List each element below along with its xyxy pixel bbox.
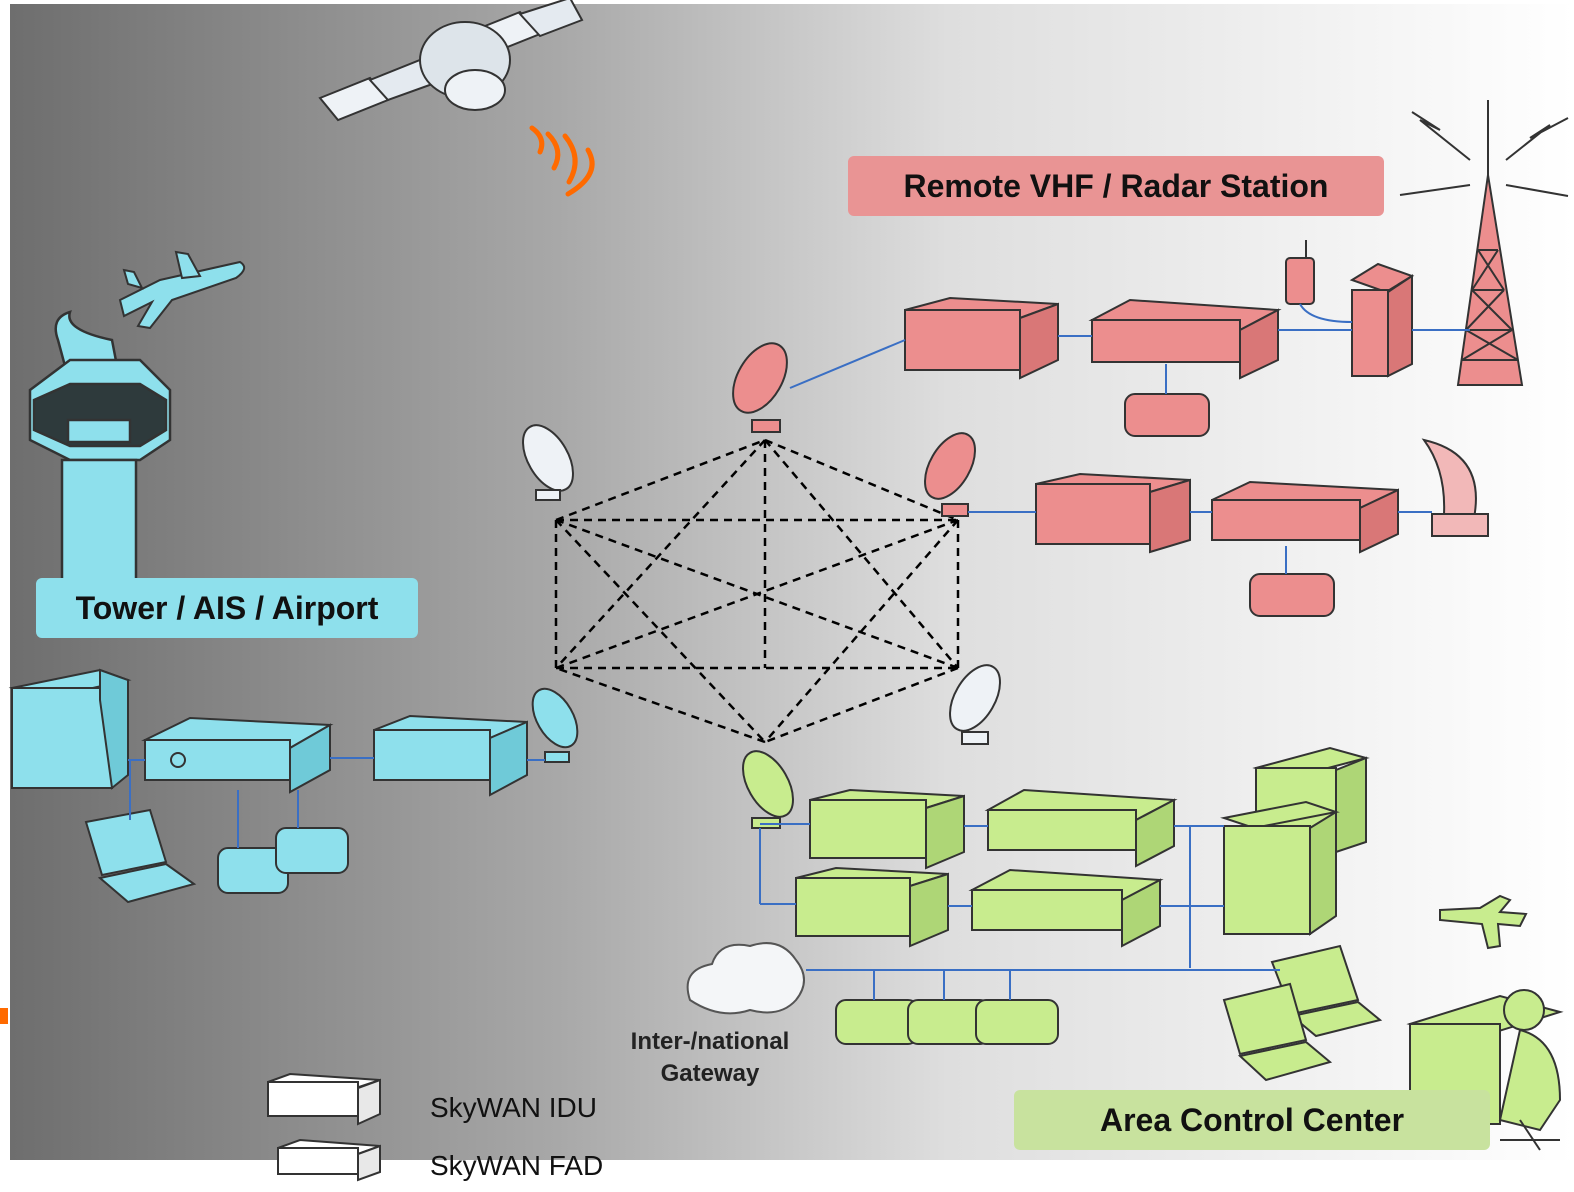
edge-mark — [0, 1008, 8, 1024]
acc-fad-icon — [795, 788, 965, 948]
tower-fad-icon — [373, 714, 528, 797]
acc-links — [759, 823, 1280, 1000]
remote-station-label: Remote VHF / Radar Station — [848, 156, 1384, 216]
remote-rack-icon — [1349, 262, 1415, 378]
acc-laptop-icon — [1222, 944, 1383, 1082]
remote-links — [789, 303, 1470, 574]
white-dish-icon — [522, 424, 1001, 745]
tower-server-icon — [8, 668, 132, 790]
mesh-network — [554, 438, 960, 744]
gateway-label: Inter-/national Gateway — [610, 1026, 810, 1090]
area-control-center-label-text: Area Control Center — [1099, 1101, 1405, 1138]
signal-waves-icon — [529, 125, 595, 197]
legend-idu-icon — [267, 1072, 381, 1126]
acc-idu-icon — [968, 788, 1178, 948]
legend-fad-label: SkyWAN FAD — [430, 1150, 604, 1181]
remote-dish-icon — [732, 342, 976, 517]
control-tower-icon — [28, 310, 172, 592]
remote-idu-icon — [1088, 298, 1399, 554]
legend-fad-icon — [277, 1138, 381, 1182]
tower-idu-icon — [141, 716, 334, 794]
gateway-label-line1: Inter-/national — [630, 1028, 790, 1055]
tower-label-text: Tower / AIS / Airport — [75, 589, 379, 626]
acc-airplane-icon — [1439, 894, 1528, 950]
legend-idu-label: SkyWAN IDU — [430, 1092, 597, 1123]
tower-dish-icon — [531, 687, 579, 763]
remote-station-label-text: Remote VHF / Radar Station — [903, 167, 1329, 204]
cloud-icon — [686, 942, 805, 1015]
area-control-center-label: Area Control Center — [1014, 1090, 1490, 1150]
tower-laptop-icon — [84, 808, 197, 904]
tower-label: Tower / AIS / Airport — [36, 578, 418, 638]
airplane-icon — [118, 250, 246, 330]
remote-fad-icon — [904, 296, 1191, 554]
gateway-label-line2: Gateway — [660, 1060, 760, 1087]
tower-phone-icon — [217, 827, 349, 894]
remote-phone-icon — [1124, 393, 1335, 617]
satellite-icon — [318, 0, 584, 122]
remote-dish-white-icon — [1421, 438, 1489, 537]
radio-tower-icon — [1399, 100, 1569, 386]
acc-server-icon — [1220, 746, 1370, 936]
tower-links — [128, 757, 545, 848]
acc-phone-icon — [835, 999, 1059, 1045]
